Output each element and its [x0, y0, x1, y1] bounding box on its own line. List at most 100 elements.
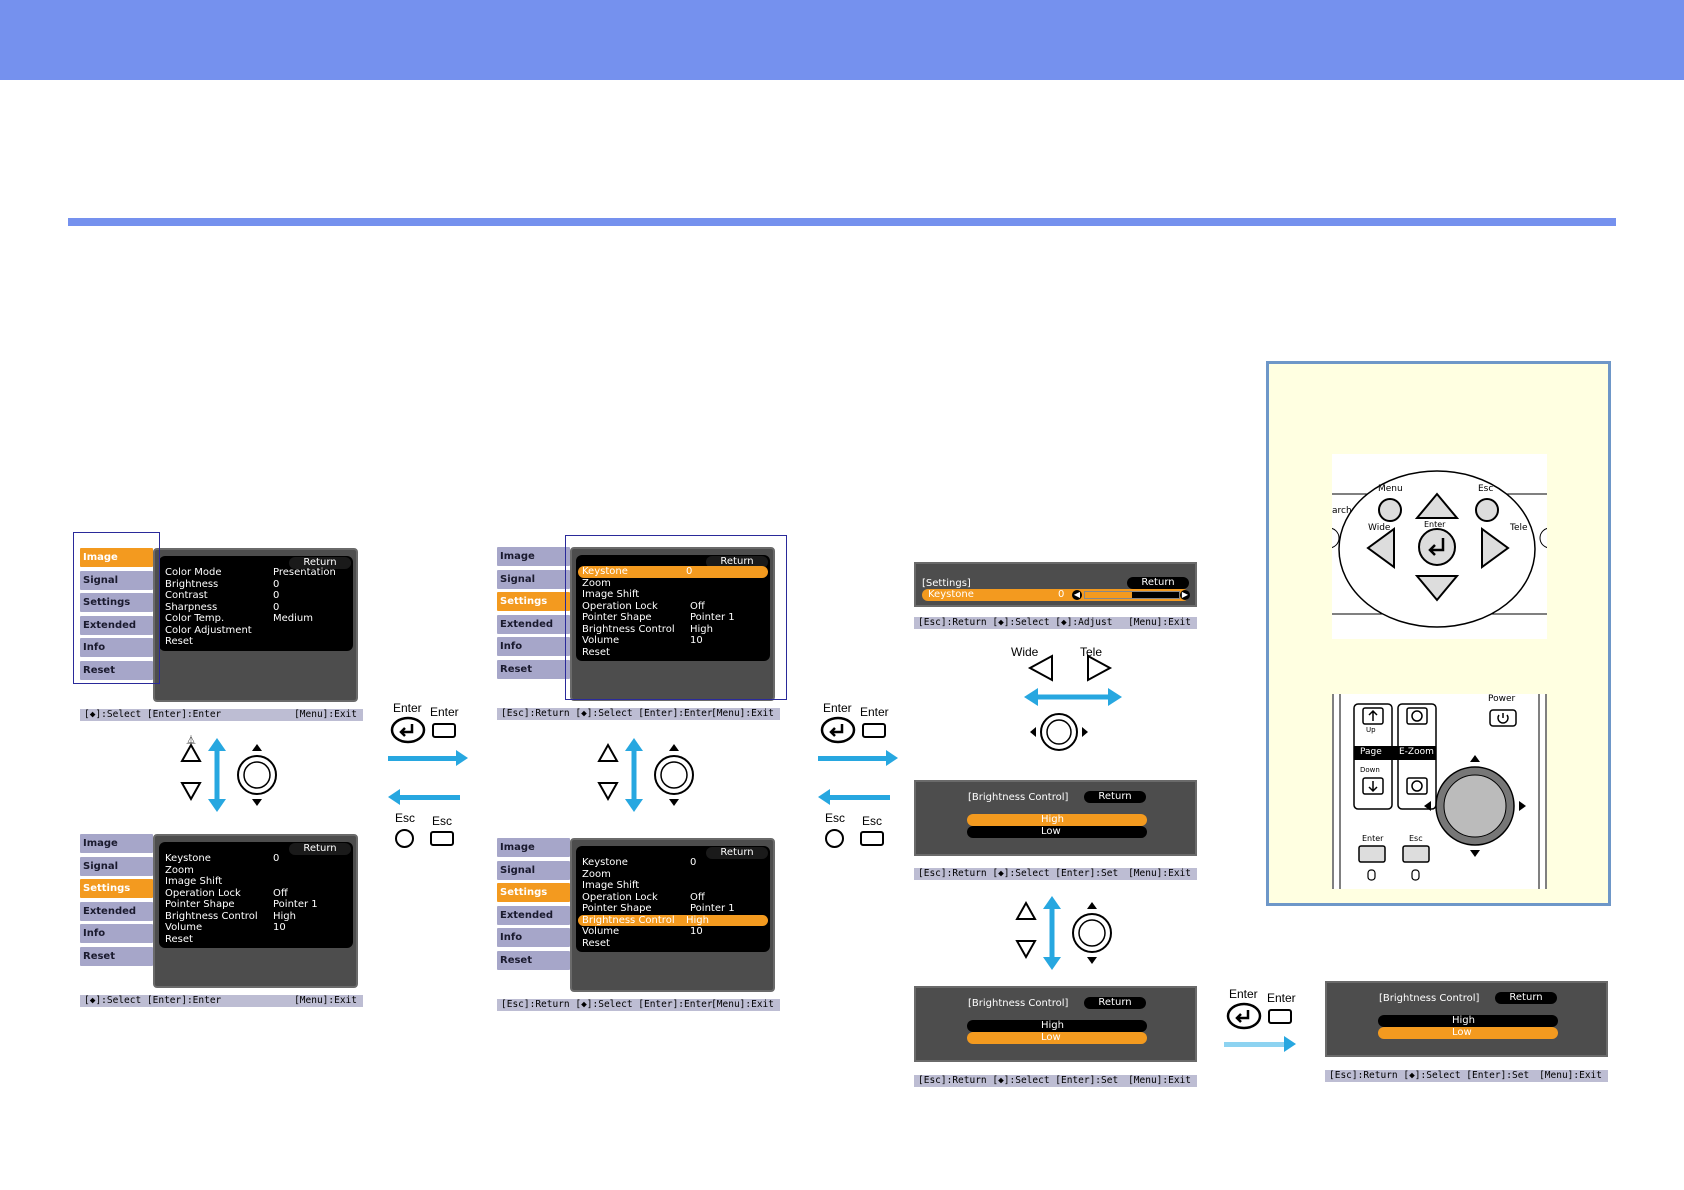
enter-button-icon — [432, 723, 456, 738]
control-panel: Menu Esc Enter Wide Tele arch — [1332, 454, 1547, 639]
tab-extended: Extended — [80, 902, 153, 921]
left-arrow-icon: ◀ — [1072, 590, 1082, 600]
tab-info: Info — [80, 924, 153, 943]
tab-image: Image — [497, 547, 570, 566]
tele-button-icon — [1481, 527, 1510, 569]
mouse-icon — [1411, 869, 1420, 881]
up-down-indicator — [1015, 896, 1112, 970]
tab-extended: Extended — [80, 616, 153, 635]
return-badge: Return — [289, 557, 351, 569]
tab-reset: Reset — [80, 661, 153, 680]
esc-label: Esc — [1478, 484, 1494, 494]
arrow-right — [388, 750, 468, 766]
wide-button-icon — [1366, 527, 1395, 569]
option-high: High — [1378, 1015, 1558, 1027]
return-badge: Return — [1495, 992, 1557, 1004]
wide-label: Wide — [1368, 523, 1391, 533]
enter-button-icon — [1268, 1009, 1292, 1024]
tab-reset: Reset — [497, 660, 570, 679]
menu-settings: Image Signal Settings Extended Info Rese… — [80, 826, 363, 1007]
return-badge: Return — [289, 843, 351, 855]
row-label: Color Temp. — [165, 613, 225, 624]
enter-label: Enter — [393, 701, 422, 715]
tele-icon — [1087, 654, 1113, 682]
menu-settings-brightness: Image Signal Settings Extended Info Rese… — [497, 830, 780, 1011]
arrow-left — [388, 789, 460, 805]
remote-enter-button-icon — [1358, 845, 1386, 863]
tab-extended: Extended — [497, 615, 570, 634]
row-value: 0 — [273, 578, 280, 590]
ezoom-label: E-Zoom — [1399, 747, 1434, 757]
screen-title: [Brightness Control] — [1379, 993, 1480, 1004]
page-label: Page — [1360, 747, 1382, 757]
screen-title: [Brightness Control] — [968, 998, 1069, 1009]
esc-label: Esc — [395, 811, 416, 825]
help-bar: [Esc]:Return [◆]:Select [Enter]:Set[Menu… — [914, 1075, 1197, 1087]
wide-label: Wide — [1011, 645, 1039, 659]
enter-label: Enter — [1267, 991, 1296, 1005]
esc-label: Esc — [432, 814, 453, 828]
help-bar: [Esc]:Return [◆]:Select [Enter]:Set[Menu… — [1325, 1070, 1608, 1082]
enter-key-icon — [390, 716, 426, 744]
tab-signal: Signal — [80, 857, 153, 876]
row-value: 0 — [273, 590, 280, 601]
enter-label: Enter — [860, 705, 889, 719]
esc-key-icon — [395, 829, 414, 848]
arrow-right — [818, 750, 898, 766]
tele-label: Tele — [1080, 645, 1103, 659]
enter-key-icon — [820, 716, 856, 744]
row-label: Color Mode — [165, 567, 222, 578]
zoom-in-button-icon — [1406, 707, 1428, 725]
tele-label: Tele — [1510, 523, 1528, 533]
esc-key-icon — [825, 829, 844, 848]
help-bar: [◆]:Select [Enter]:Enter[Menu]:Exit — [80, 709, 363, 721]
row-label: Reset — [165, 636, 193, 647]
menu-button-icon — [1378, 498, 1402, 522]
right-arrow-icon: ▶ — [1180, 590, 1190, 600]
tab-info: Info — [497, 928, 570, 947]
tab-settings: Settings — [80, 593, 153, 612]
keystone-up-icon: ⏅ — [180, 735, 202, 762]
down-label: Down — [1360, 766, 1380, 774]
keystone-down-icon — [180, 782, 202, 802]
zoom-out-button-icon — [1406, 777, 1428, 795]
tab-reset: Reset — [80, 947, 153, 966]
brightness-screen: [Brightness Control] Return High Low — [914, 780, 1197, 856]
remote-esc-label: Esc — [1409, 834, 1423, 843]
keystone-slider-row: Keystone 0 ◀ ▶ — [922, 589, 1190, 601]
tab-signal: Signal — [497, 861, 570, 880]
option-low: Low — [967, 826, 1147, 838]
enter-label: Enter — [823, 701, 852, 715]
up-label: Up — [1366, 726, 1376, 734]
up-down-indicator: ⏅ — [180, 735, 277, 812]
tab-info: Info — [80, 638, 153, 657]
esc-button-icon — [430, 831, 454, 846]
tab-extended: Extended — [497, 906, 570, 925]
return-badge: Return — [706, 847, 768, 859]
screen-title: [Brightness Control] — [968, 792, 1069, 803]
menu-label: Menu — [1378, 484, 1403, 494]
help-bar: [Esc]:Return [◆]:Select [Enter]:Enter[Me… — [497, 708, 780, 720]
row-label: Brightness — [165, 578, 219, 590]
option-low: Low — [967, 1032, 1147, 1044]
menu-settings-keystone: Image Signal Settings Extended Info Rese… — [497, 539, 780, 720]
title-rule — [68, 218, 1616, 226]
mouse-icon — [1367, 869, 1376, 881]
arrow-left — [818, 789, 890, 805]
down-button-icon — [1414, 575, 1460, 602]
help-bar: [Esc]:Return [◆]:Select [Enter]:Enter[Me… — [497, 999, 780, 1011]
tab-info: Info — [497, 637, 570, 656]
esc-button-icon — [1475, 498, 1499, 522]
help-bar: [◆]:Select [Enter]:Enter[Menu]:Exit — [80, 995, 363, 1007]
up-down-indicator — [597, 738, 694, 812]
help-bar: [Esc]:Return [◆]:Select [◆]:Adjust[Menu]… — [914, 617, 1197, 629]
wide-tele-indicator — [1024, 654, 1122, 751]
option-high: High — [967, 1020, 1147, 1032]
arrow-right — [1224, 1036, 1296, 1052]
esc-label: Esc — [862, 814, 883, 828]
keystone-slider — [1084, 591, 1180, 599]
tab-signal: Signal — [80, 571, 153, 590]
